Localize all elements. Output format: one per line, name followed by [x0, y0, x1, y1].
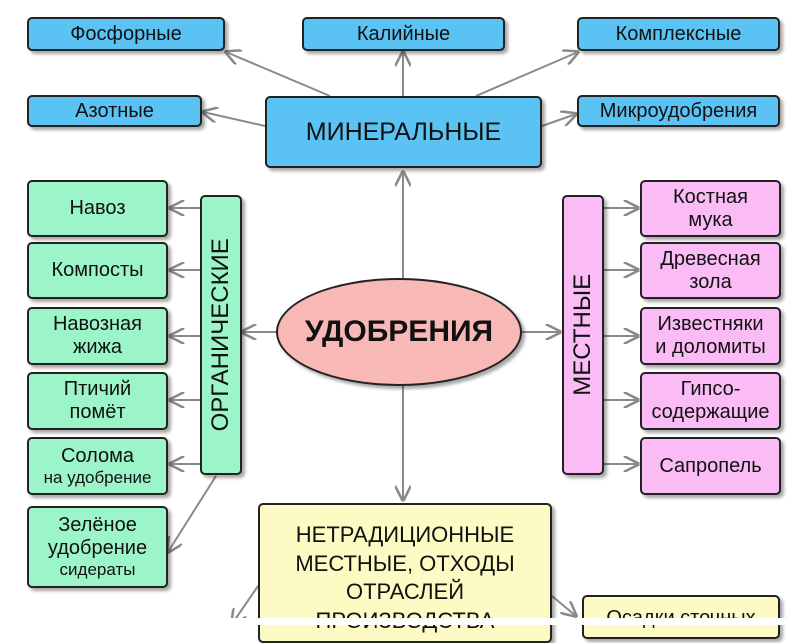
arrow-mineral-azotnye	[203, 112, 266, 127]
mineral-group-title: МИНЕРАЛЬНЫЕ	[305, 117, 502, 146]
local-item-line: Древесная	[660, 247, 761, 270]
mineral-item-mikroudobreniya: Микроудобрения	[577, 95, 780, 127]
local-item-gipsosoderzhashchie: Гипсо-содержащие	[640, 372, 781, 430]
organic-item-komposty: Компосты	[27, 242, 168, 299]
organic-item-line: удобрение	[47, 537, 148, 560]
mineral-item-label: Азотные	[75, 99, 154, 122]
nontraditional-line: ОТРАСЛЕЙ	[345, 579, 465, 605]
local-item-line: Сапропель	[659, 454, 762, 477]
organic-item-line: Птичий	[63, 378, 132, 400]
local-item-line: мука	[688, 208, 733, 231]
mineral-group: МИНЕРАЛЬНЫЕ	[265, 96, 542, 168]
organic-item-line: на удобрение	[43, 467, 152, 487]
local-item-line: и доломиты	[655, 336, 766, 358]
mineral-item-label: Калийные	[356, 22, 451, 45]
local-item-line: Костная	[673, 185, 748, 208]
mineral-item-kompleksnye: Комплексные	[577, 17, 780, 51]
local-item-line: Гипсо-	[680, 378, 741, 400]
organic-item-line: Зелёное	[58, 514, 137, 537]
local-group-title: МЕСТНЫЕ	[569, 274, 597, 396]
organic-item-line: Солома	[60, 444, 135, 467]
organic-group-title: ОРГАНИЧЕСКИЕ	[207, 238, 235, 432]
mineral-item-label: Фосфорные	[70, 22, 182, 45]
mineral-item-kaliynye: Калийные	[302, 17, 505, 51]
mineral-item-label: Микроудобрения	[599, 99, 758, 122]
nontraditional-line: НЕТРАДИЦИОННЫЕ	[295, 522, 515, 547]
arrow-mineral-fosfornye	[226, 52, 331, 97]
arrow-mineral-kompleksnye	[475, 52, 578, 97]
organic-group: ОРГАНИЧЕСКИЕ	[200, 195, 242, 475]
local-item-sapropel: Сапропель	[640, 437, 781, 495]
organic-item-line: Навозная	[52, 313, 143, 335]
organic-item-navoz: Навоз	[27, 180, 168, 237]
local-group: МЕСТНЫЕ	[562, 195, 604, 475]
organic-item-line: Компосты	[51, 259, 144, 281]
center-fertilizers: УДОБРЕНИЯ	[276, 278, 522, 386]
local-item-line: Известняки	[657, 313, 764, 335]
mineral-item-fosfornye: Фосфорные	[27, 17, 225, 51]
center-label: УДОБРЕНИЯ	[304, 315, 494, 348]
mineral-item-label: Комплексные	[615, 22, 742, 45]
organic-item-line: Навоз	[69, 197, 126, 219]
nontraditional-item-osadki: Осадки сточных	[582, 595, 780, 639]
organic-item-line: сидераты	[59, 560, 136, 580]
image-bottom-edge	[0, 618, 807, 625]
nontraditional-line: МЕСТНЫЕ, ОТХОДЫ	[295, 550, 515, 576]
local-item-line: зола	[689, 270, 732, 293]
organic-item-line: помёт	[69, 401, 126, 423]
local-item-line: содержащие	[651, 401, 770, 423]
organic-item-line: жижа	[72, 336, 123, 358]
mineral-item-azotnye: Азотные	[27, 95, 202, 127]
connector-arrows	[0, 0, 807, 625]
arrow-mineral-mikro	[541, 114, 576, 127]
